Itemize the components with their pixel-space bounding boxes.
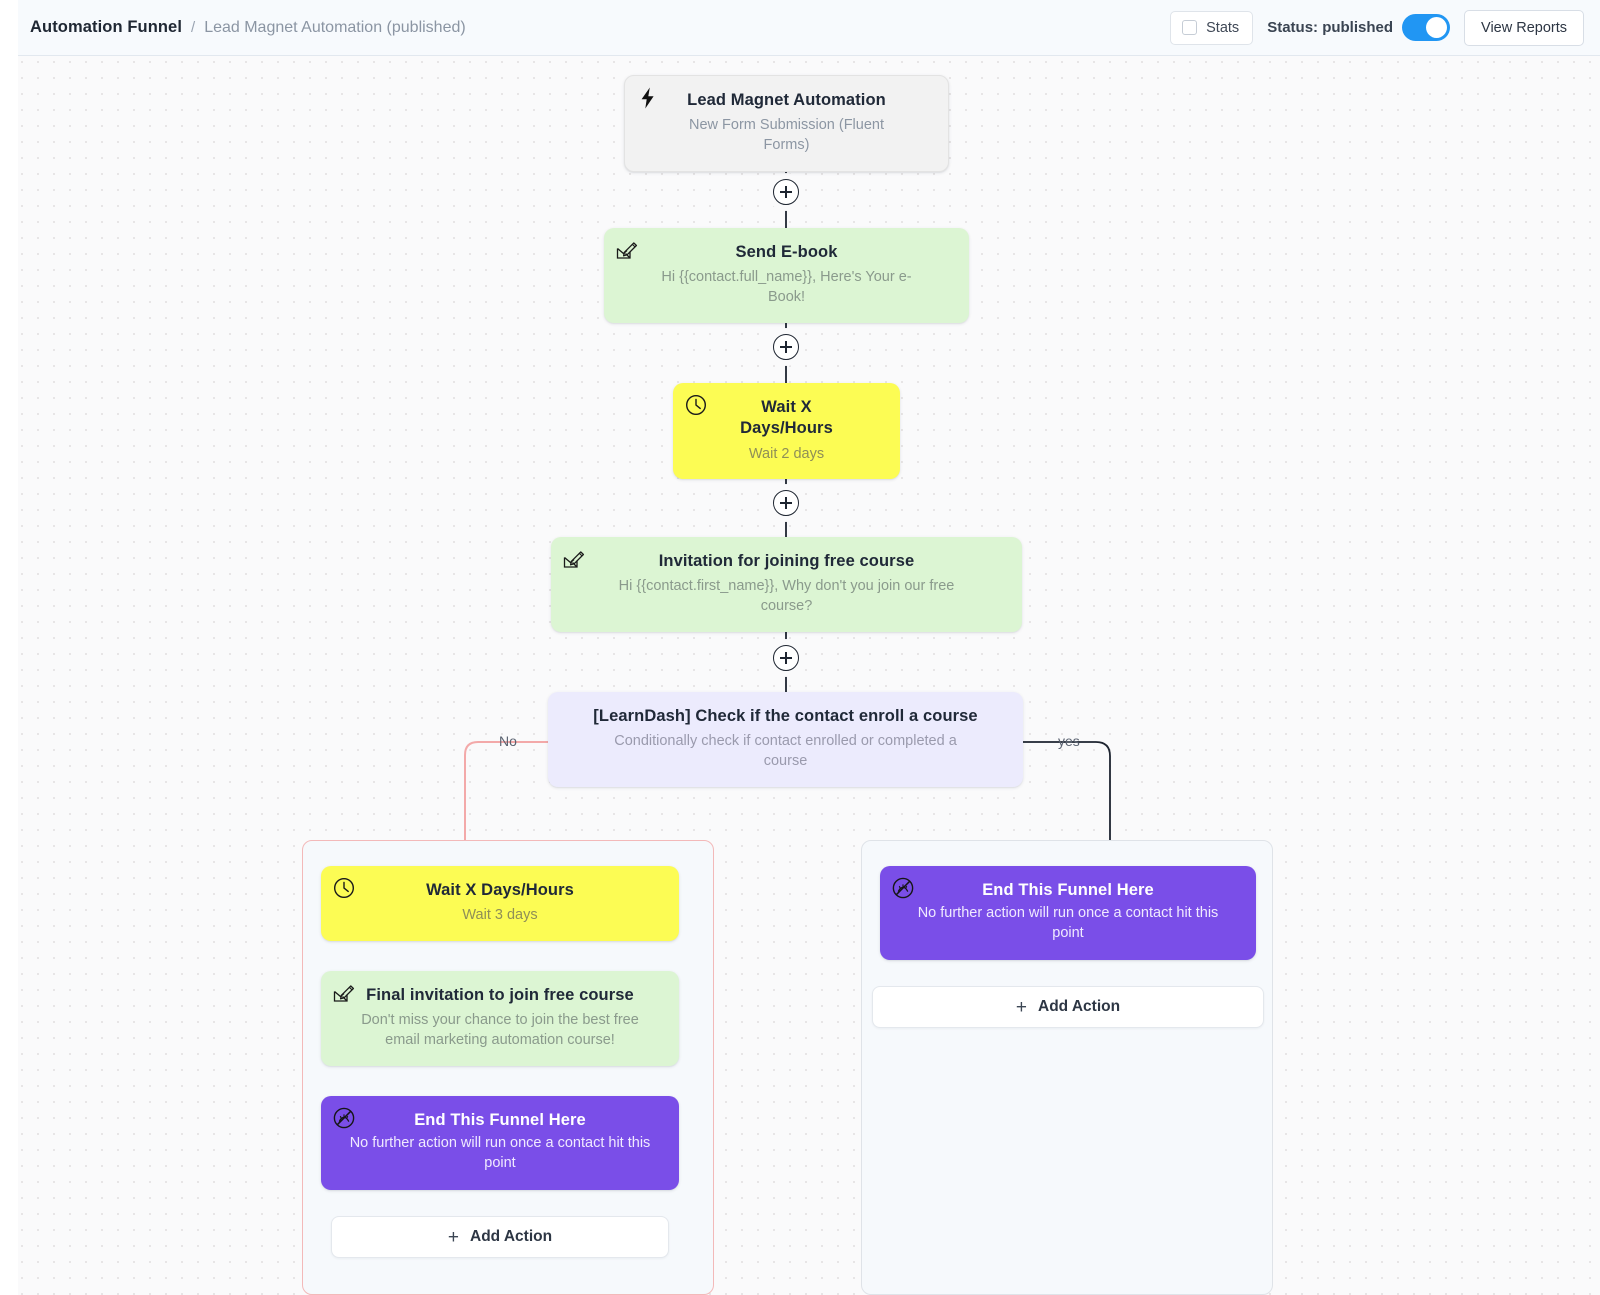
- node-send-ebook[interactable]: Send E-book Hi {{contact.full_name}}, He…: [604, 228, 969, 323]
- node-subtitle: Don't miss your chance to join the best …: [361, 1012, 639, 1048]
- edge-label-yes: yes: [1058, 733, 1080, 749]
- node-end-funnel-no[interactable]: End This Funnel Here No further action w…: [321, 1096, 679, 1190]
- node-final-invitation[interactable]: Final invitation to join free course Don…: [321, 971, 679, 1066]
- add-action-label: Add Action: [470, 1228, 553, 1245]
- end-funnel-icon: [332, 1106, 356, 1130]
- node-title: Lead Magnet Automation: [687, 91, 886, 109]
- add-action-button-no[interactable]: + Add Action: [331, 1216, 669, 1258]
- node-wait-1[interactable]: Wait X Days/Hours Wait 2 days: [673, 383, 900, 480]
- node-subtitle: Hi {{contact.full_name}}, Here's Your e-…: [661, 269, 912, 305]
- lightning-bolt-icon: [636, 86, 660, 110]
- clock-icon: [684, 393, 708, 417]
- compose-email-icon: [332, 981, 356, 1005]
- node-title: Wait X Days/Hours: [740, 398, 833, 438]
- node-title: Final invitation to join free course: [366, 986, 634, 1004]
- node-title: Wait X Days/Hours: [426, 881, 574, 899]
- node-end-funnel-yes[interactable]: End This Funnel Here No further action w…: [880, 866, 1256, 960]
- stats-checkbox[interactable]: [1182, 20, 1198, 35]
- view-reports-button[interactable]: View Reports: [1464, 9, 1584, 46]
- node-subtitle: Wait 2 days: [748, 445, 825, 462]
- node-subtitle: No further action will run once a contac…: [349, 1135, 651, 1171]
- branch-container-no: Wait X Days/Hours Wait 3 days Final invi…: [302, 840, 714, 1295]
- node-title: End This Funnel Here: [982, 881, 1154, 899]
- node-subtitle: Conditionally check if contact enrolled …: [614, 733, 957, 769]
- node-trigger[interactable]: Lead Magnet Automation New Form Submissi…: [624, 75, 949, 172]
- stats-label: Stats: [1206, 19, 1240, 36]
- stats-toggle-button[interactable]: Stats: [1170, 10, 1254, 45]
- node-wait-2[interactable]: Wait X Days/Hours Wait 3 days: [321, 866, 679, 941]
- end-funnel-icon: [891, 876, 915, 900]
- breadcrumb-separator: /: [191, 19, 196, 36]
- flow-canvas[interactable]: Lead Magnet Automation New Form Submissi…: [18, 56, 1600, 1295]
- add-action-button-yes[interactable]: + Add Action: [872, 986, 1264, 1028]
- toggle-knob: [1426, 17, 1448, 38]
- node-title: [LearnDash] Check if the contact enroll …: [593, 707, 978, 725]
- add-step-button-1[interactable]: [773, 179, 799, 205]
- plus-icon: +: [447, 1226, 459, 1248]
- edge-label-no: No: [499, 733, 517, 749]
- status-label: Status: published: [1267, 19, 1394, 36]
- clock-icon: [332, 876, 356, 900]
- top-bar-controls: Stats Status: published View Reports: [1170, 9, 1584, 46]
- breadcrumb-current: Lead Magnet Automation (published): [204, 19, 466, 36]
- node-subtitle: No further action will run once a contac…: [917, 905, 1219, 941]
- add-step-button-3[interactable]: [773, 490, 799, 516]
- plus-icon: +: [1015, 996, 1027, 1018]
- add-step-button-2[interactable]: [773, 334, 799, 360]
- node-title: End This Funnel Here: [414, 1111, 586, 1129]
- node-subtitle: Wait 3 days: [462, 907, 538, 924]
- node-subtitle: Hi {{contact.first_name}}, Why don't you…: [618, 578, 955, 614]
- node-conditional-learndash[interactable]: [LearnDash] Check if the contact enroll …: [548, 692, 1023, 787]
- top-bar: Automation Funnel / Lead Magnet Automati…: [18, 0, 1600, 56]
- node-title: Invitation for joining free course: [658, 552, 915, 570]
- branch-container-yes: End This Funnel Here No further action w…: [861, 840, 1273, 1295]
- breadcrumb: Automation Funnel / Lead Magnet Automati…: [30, 18, 466, 37]
- node-subtitle: New Form Submission (Fluent Forms): [689, 117, 884, 153]
- compose-email-icon: [562, 547, 586, 571]
- publish-status-toggle[interactable]: [1402, 14, 1451, 41]
- node-invitation[interactable]: Invitation for joining free course Hi {{…: [551, 537, 1022, 632]
- breadcrumb-root-link[interactable]: Automation Funnel: [30, 18, 183, 36]
- add-step-button-4[interactable]: [773, 645, 799, 671]
- node-title: Send E-book: [735, 243, 838, 261]
- add-action-label: Add Action: [1038, 998, 1121, 1015]
- compose-email-icon: [615, 238, 639, 262]
